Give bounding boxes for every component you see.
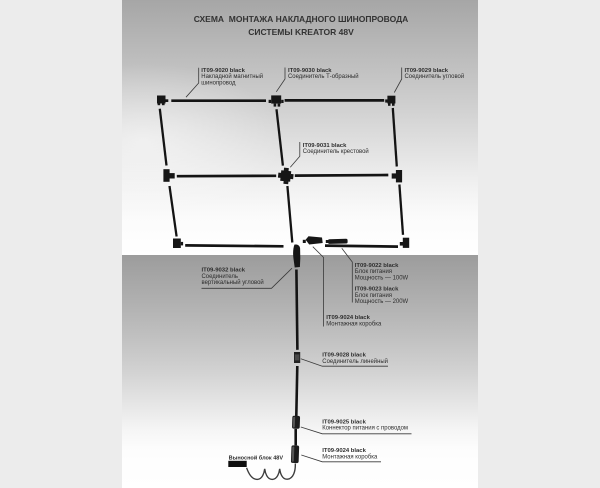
- svg-text:шинопровод: шинопровод: [201, 80, 236, 86]
- svg-text:IT09-9029 black: IT09-9029 black: [405, 68, 449, 74]
- svg-text:IT09-9023 black: IT09-9023 black: [355, 287, 399, 293]
- svg-text:Соединитель крестовой: Соединитель крестовой: [303, 148, 369, 155]
- svg-text:СХЕМА МОНТАЖА НАКЛАДНОГО ШИНО: СХЕМА МОНТАЖА НАКЛАДНОГО ШИНОПРОВОДА: [194, 14, 409, 24]
- svg-text:Коннектор питания с проводом: Коннектор питания с проводом: [322, 426, 408, 432]
- svg-text:Мощность — 100W: Мощность — 100W: [355, 275, 409, 281]
- svg-text:Монтажная коробка: Монтажная коробка: [326, 321, 382, 327]
- svg-text:Блок питания: Блок питания: [355, 269, 392, 275]
- svg-text:IT09-9028 black: IT09-9028 black: [322, 353, 366, 359]
- svg-text:Блок питания: Блок питания: [355, 293, 392, 299]
- svg-text:Накладной магнитный: Накладной магнитный: [201, 73, 263, 80]
- svg-text:IT09-9024 black: IT09-9024 black: [326, 315, 370, 321]
- svg-text:Соединитель Т-образный: Соединитель Т-образный: [288, 73, 359, 80]
- svg-text:СИСТЕМЫ KREATOR 48V: СИСТЕМЫ KREATOR 48V: [248, 27, 354, 37]
- svg-text:вертикальный угловой: вертикальный угловой: [202, 279, 264, 286]
- svg-text:IT09-9020 black: IT09-9020 black: [201, 68, 245, 74]
- svg-text:Монтажная коробка: Монтажная коробка: [322, 454, 378, 460]
- svg-text:IT09-9025 black: IT09-9025 black: [322, 419, 366, 425]
- svg-text:IT09-9024 black: IT09-9024 black: [322, 448, 366, 454]
- svg-text:IT09-9022 black: IT09-9022 black: [355, 263, 399, 269]
- svg-text:Соединитель угловой: Соединитель угловой: [405, 73, 465, 80]
- svg-text:Мощность — 200W: Мощность — 200W: [355, 299, 409, 305]
- svg-text:IT09-9030 black: IT09-9030 black: [288, 68, 332, 74]
- svg-text:Соединитель линейный: Соединитель линейный: [322, 358, 388, 365]
- svg-text:IT09-9032 black: IT09-9032 black: [202, 268, 246, 274]
- svg-text:Соединитель: Соединитель: [202, 274, 238, 280]
- svg-text:IT09-9031 black: IT09-9031 black: [303, 143, 347, 149]
- svg-text:Выносной блок 48V: Выносной блок 48V: [229, 454, 284, 461]
